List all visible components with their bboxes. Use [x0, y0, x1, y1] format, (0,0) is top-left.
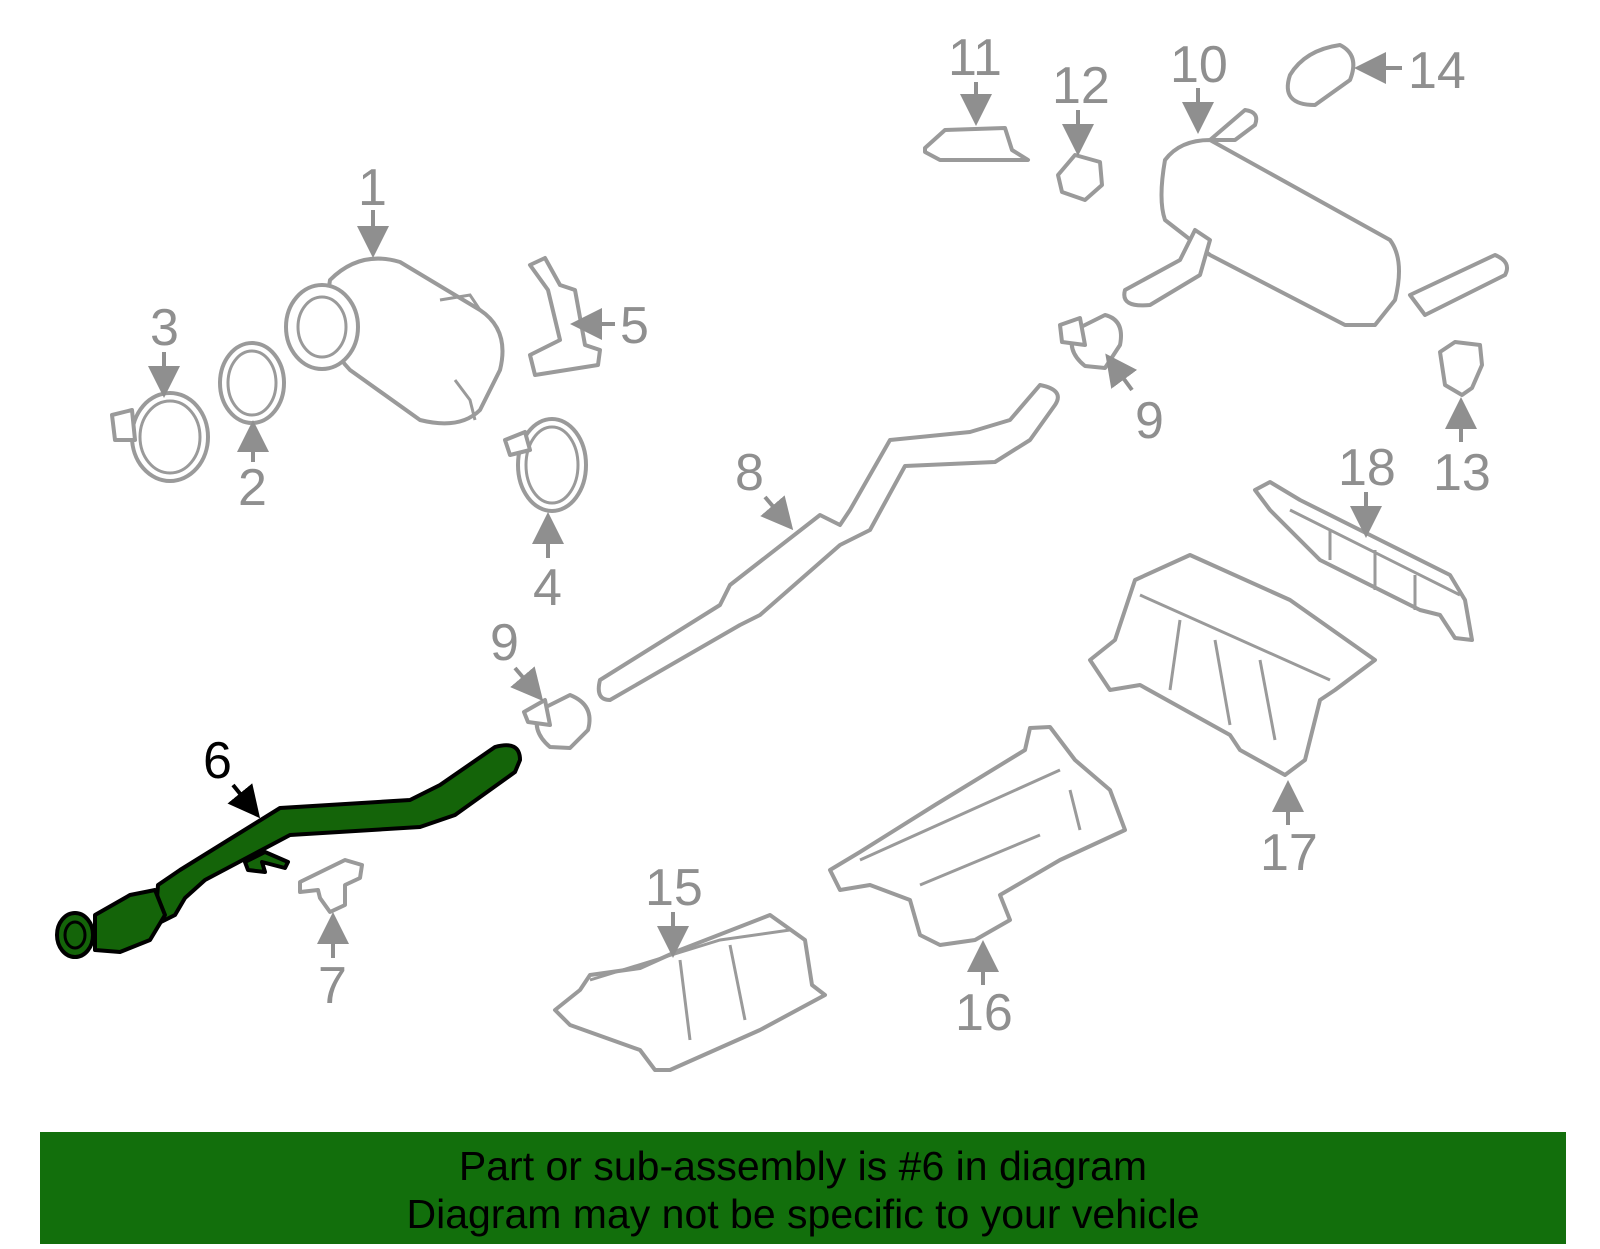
part-8-center-muffler-pipe[interactable] — [596, 383, 1060, 702]
part-1-diesel-particulate-filter[interactable] — [284, 256, 505, 426]
callout-1: 1 — [358, 159, 387, 217]
part-info-banner: Part or sub-assembly is #6 in diagram Di… — [40, 1132, 1566, 1244]
part-13-sensor[interactable] — [1438, 340, 1484, 397]
callout-3: 3 — [150, 299, 179, 357]
callout-12: 12 — [1052, 57, 1110, 115]
callout-11: 11 — [948, 29, 1002, 87]
callout-8: 8 — [735, 444, 764, 502]
callout-2: 2 — [238, 459, 267, 517]
part-7-hanger-bracket[interactable] — [298, 858, 364, 914]
part-16-heat-shield[interactable] — [828, 725, 1127, 947]
callout-14: 14 — [1408, 42, 1466, 100]
part-14-exhaust-tip[interactable] — [1285, 43, 1356, 107]
part-4-clamp[interactable] — [503, 417, 588, 513]
part-10-rear-muffler[interactable] — [1122, 108, 1509, 327]
callout-10: 10 — [1170, 36, 1228, 94]
part-6-front-exhaust-pipe[interactable] — [55, 743, 522, 959]
part-3-clamp[interactable] — [110, 391, 210, 483]
part-12-hanger[interactable] — [1056, 153, 1104, 202]
callout-13: 13 — [1433, 444, 1491, 502]
banner-line-1: Part or sub-assembly is #6 in diagram — [458, 1143, 1148, 1189]
banner-line-2: Diagram may not be specific to your vehi… — [406, 1191, 1200, 1237]
callout-9-front: 9 — [490, 614, 519, 672]
part-9-clamp-front[interactable] — [522, 693, 592, 750]
part-15-heat-shield[interactable] — [553, 913, 827, 1072]
part-18-heat-shield[interactable] — [1253, 480, 1474, 642]
part-5-bracket[interactable] — [528, 256, 602, 377]
callout-16: 16 — [955, 984, 1013, 1042]
callout-15: 15 — [645, 859, 703, 917]
callout-5: 5 — [620, 297, 649, 355]
part-11-heat-shield-bracket[interactable] — [923, 126, 1030, 162]
callout-9-rear: 9 — [1135, 392, 1164, 450]
part-17-heat-shield[interactable] — [1088, 553, 1377, 777]
callout-4: 4 — [533, 559, 562, 617]
callout-17: 17 — [1260, 824, 1318, 882]
callout-6: 6 — [203, 732, 232, 790]
callout-7: 7 — [318, 957, 347, 1015]
part-2-gasket[interactable] — [218, 341, 286, 425]
callout-18: 18 — [1338, 439, 1396, 497]
